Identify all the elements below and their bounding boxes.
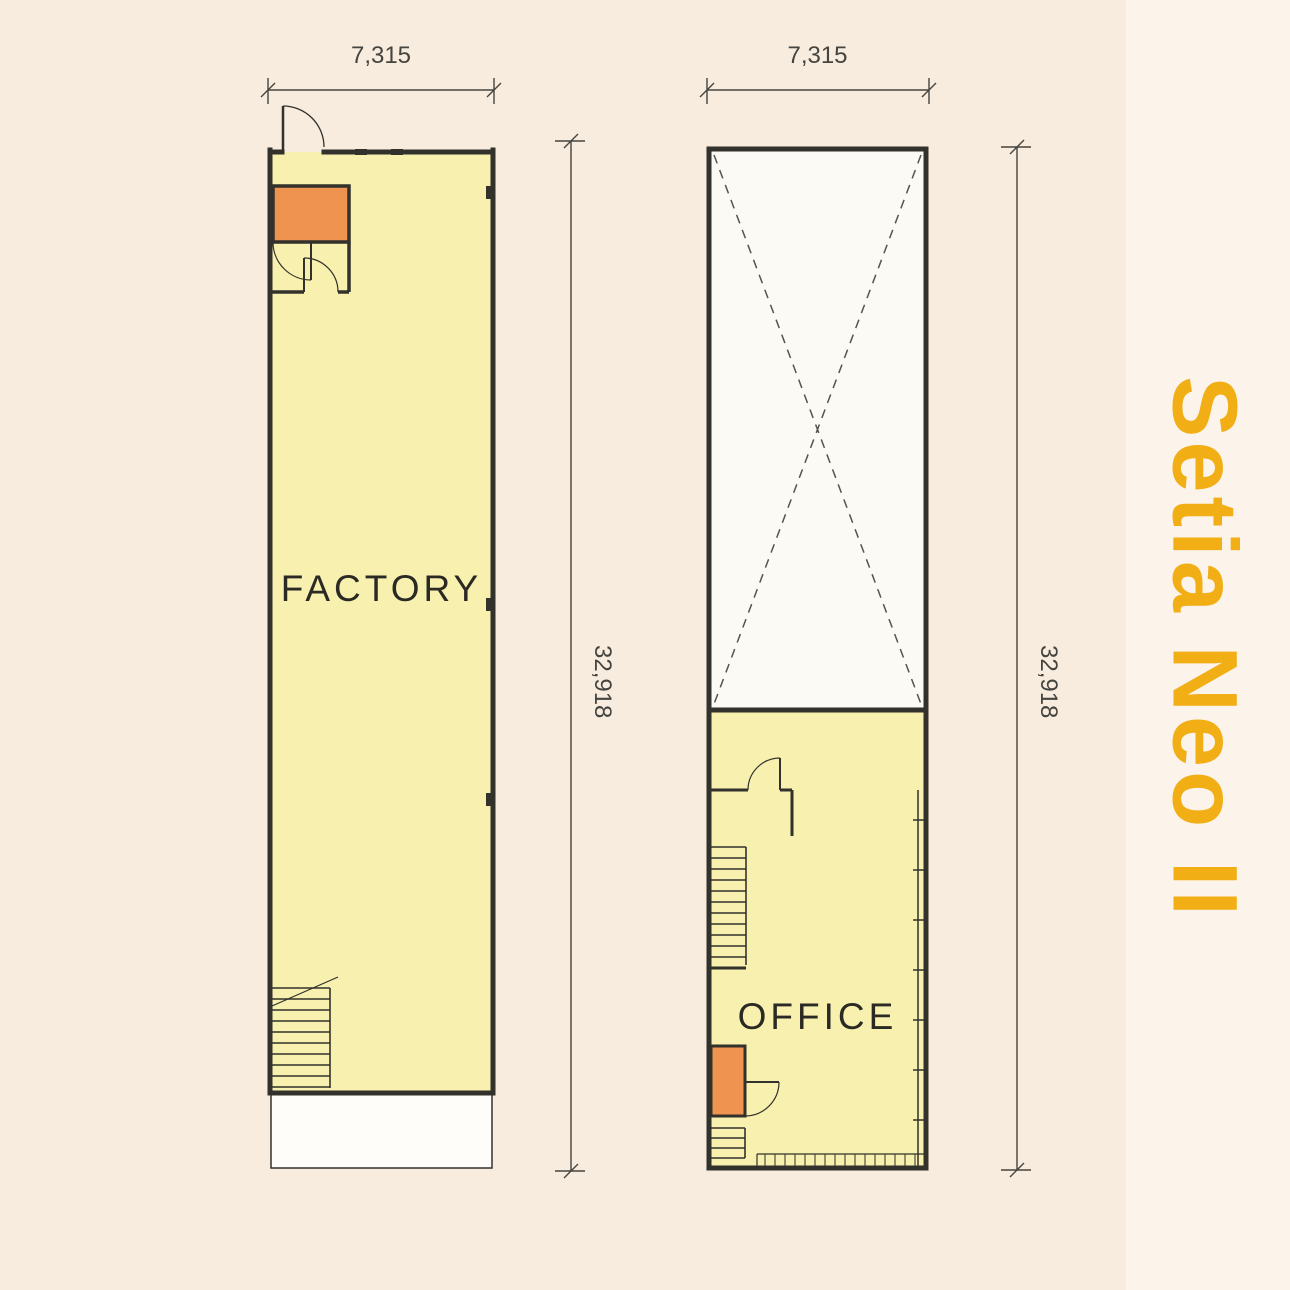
brand-title-wrap: Setia Neo II	[1126, 225, 1282, 1070]
factory-label: FACTORY	[280, 568, 483, 609]
office-toilet-door-icon	[744, 1081, 780, 1117]
dimension-lines	[260, 78, 1031, 1179]
office-label: OFFICE	[737, 996, 898, 1037]
office-plan	[706, 146, 929, 1171]
factory-column-ticks	[355, 149, 493, 806]
brand-title: Setia Neo II	[1153, 375, 1256, 920]
factory-stairs-icon	[271, 976, 339, 1088]
office-width-dimension: 7,315	[787, 42, 848, 69]
office-height-dimension: 32,918	[1035, 645, 1062, 719]
office-lower-stairs-icon	[709, 1127, 746, 1159]
office-toilet-room	[709, 1044, 780, 1118]
factory-width-dimension: 7,315	[350, 42, 412, 69]
office-stairs-icon	[709, 757, 794, 970]
factory-height-dimension: 32,918	[589, 645, 616, 719]
factory-floor	[270, 152, 493, 1093]
factory-width-dim-line	[260, 78, 502, 104]
factory-toilet-door-icon	[272, 241, 339, 293]
office-louvre-hatch	[756, 1153, 924, 1166]
factory-entrance-door-icon	[281, 105, 325, 150]
side-band	[1126, 0, 1290, 1290]
factory-apron	[270, 1093, 493, 1169]
void-cross-lines	[713, 154, 922, 705]
office-walls	[706, 146, 929, 1171]
factory-walls	[267, 147, 496, 1096]
factory-toilet-room	[270, 184, 351, 294]
office-width-dim-line	[699, 78, 937, 104]
factory-plan	[267, 105, 496, 1169]
factory-height-dim-line	[555, 133, 585, 1179]
office-window-wall	[913, 790, 926, 1166]
office-height-dim-line	[1001, 139, 1031, 1178]
